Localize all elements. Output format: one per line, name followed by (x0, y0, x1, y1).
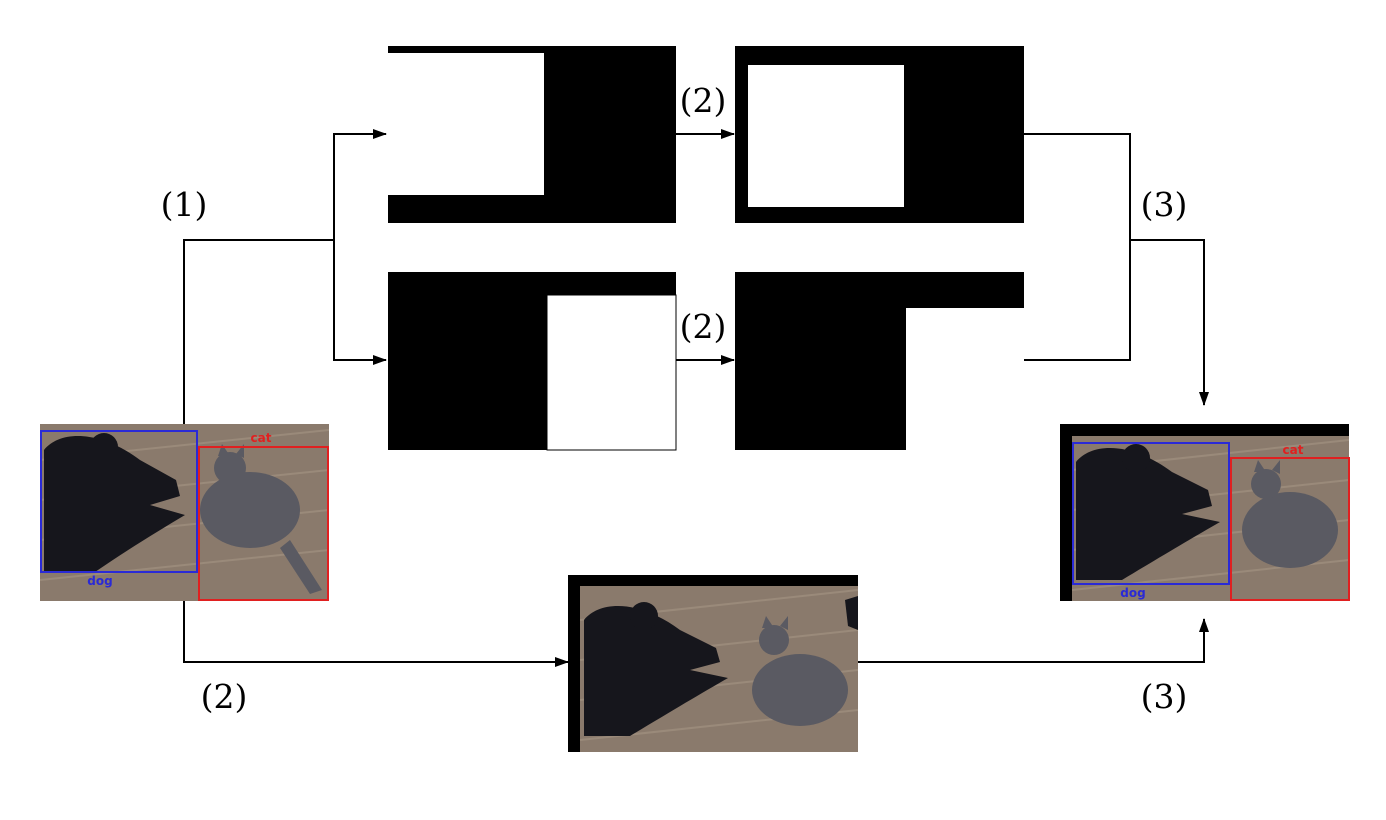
dog-mask-transformed (735, 46, 1024, 223)
step-label-2-middle: (2) (680, 307, 727, 346)
step-label-2-bottom: (2) (201, 677, 248, 716)
step-label-3-bottom: (3) (1141, 677, 1188, 716)
connector-input-to-split (183, 239, 334, 424)
input-photo: dog cat (40, 424, 329, 601)
dog-figure-output (1076, 448, 1220, 580)
step-label-3-top: (3) (1141, 185, 1188, 224)
dog-box-tag: dog (87, 574, 112, 588)
dog-mask (388, 46, 676, 223)
connector-merge-to-output (1130, 239, 1209, 406)
cat-box-tag-output: cat (1283, 443, 1304, 457)
cat-box-tag: cat (251, 431, 272, 445)
connector-split-to-top-mask (333, 129, 387, 240)
connector-split-to-bottom-mask (333, 240, 387, 365)
dog-bounding-box (40, 430, 198, 573)
cat-mask-transformed (735, 272, 1024, 450)
connector-bottom-result-merge (1024, 240, 1131, 361)
dog-bounding-box-output (1072, 442, 1230, 585)
step-label-2-top: (2) (680, 81, 727, 120)
connectors (183, 129, 1209, 667)
connector-input-to-transformed (183, 601, 569, 667)
cat-mask (388, 272, 677, 451)
transformed-photo (568, 575, 858, 752)
output-photo: dog cat (1060, 424, 1350, 601)
cat-bounding-box (198, 446, 329, 601)
dog-figure (44, 436, 185, 572)
dog-figure-transformed (584, 606, 728, 736)
connector-top-result-merge (1024, 133, 1131, 240)
cat-bounding-box-output (1230, 457, 1350, 601)
connector-transformed-to-output (858, 618, 1209, 663)
dog-box-tag-output: dog (1120, 586, 1145, 600)
step-label-1: (1) (161, 185, 208, 224)
